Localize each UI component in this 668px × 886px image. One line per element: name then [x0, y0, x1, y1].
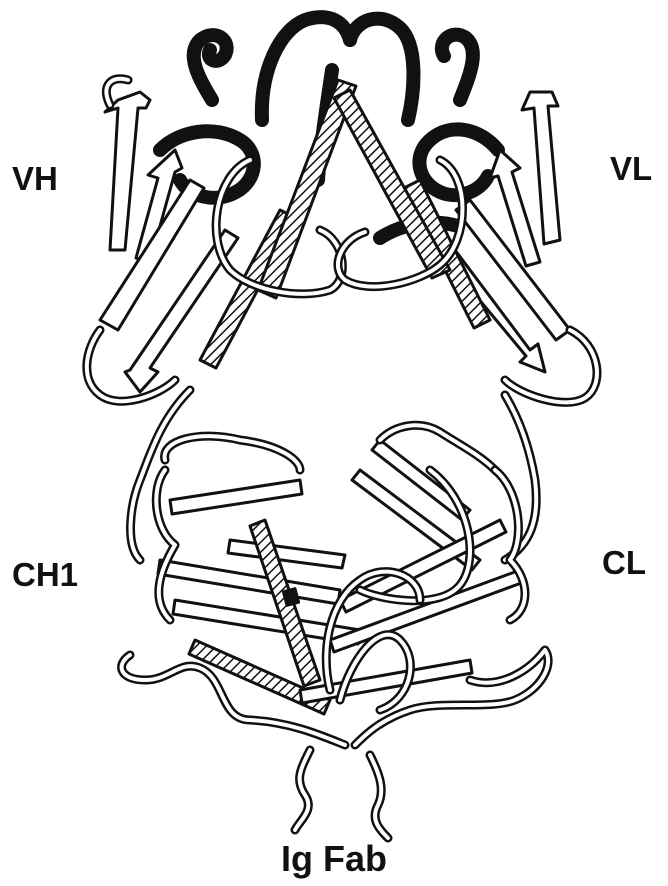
ch1-strand-1: [170, 480, 302, 514]
ch1-domain-label: CH1: [12, 556, 78, 594]
figure-title: Ig Fab: [0, 838, 668, 880]
ch1-strand-4: [228, 540, 345, 568]
vh-domain: [87, 79, 356, 560]
ch1-loop-outer: [165, 436, 300, 470]
vh-domain-label: VH: [12, 160, 58, 198]
cdr-loop-top-right-swirl: [442, 35, 473, 100]
ch1-disulfide-marker: [283, 589, 298, 606]
vl-domain-label: VL: [610, 150, 652, 188]
cdr-loop-top-left-swirl: [194, 35, 227, 100]
cl-domain-label: CL: [602, 544, 646, 582]
ch1-strand-2: [158, 560, 340, 604]
